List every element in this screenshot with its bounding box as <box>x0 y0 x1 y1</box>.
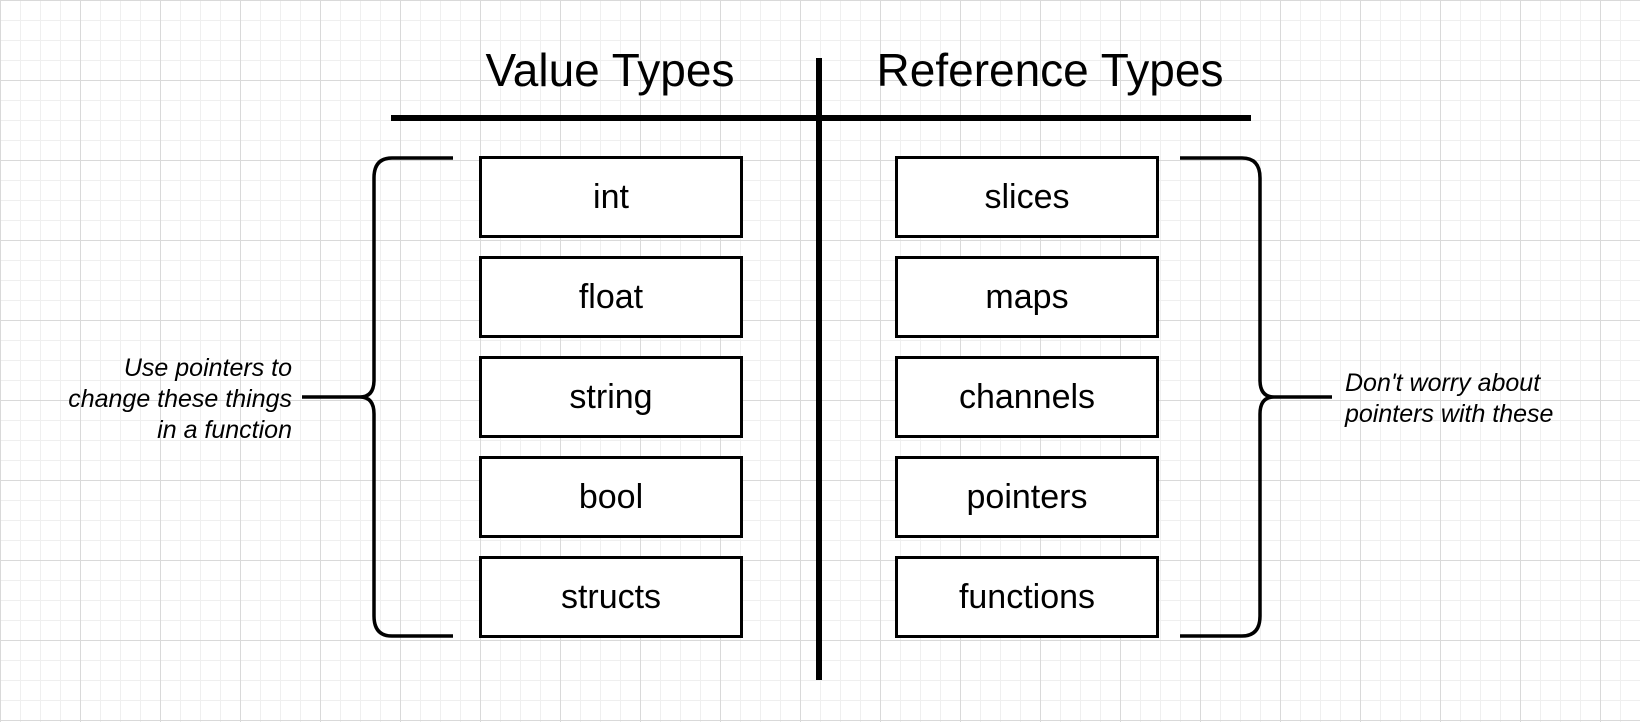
type-box-functions: functions <box>895 556 1159 638</box>
type-box-slices: slices <box>895 156 1159 238</box>
type-box-channels: channels <box>895 356 1159 438</box>
reference-types-note: Don't worry about pointers with these <box>1345 369 1554 428</box>
type-box-pointers: pointers <box>895 456 1159 538</box>
value-types-heading: Value Types <box>485 44 735 96</box>
type-box-maps: maps <box>895 256 1159 338</box>
type-box-float: float <box>479 256 743 338</box>
type-box-structs: structs <box>479 556 743 638</box>
value-types-note: Use pointers to change these things in a… <box>68 354 292 444</box>
reference-types-heading: Reference Types <box>876 44 1224 96</box>
right-curly-brace <box>1180 156 1275 638</box>
left-curly-brace <box>359 156 453 638</box>
type-box-string: string <box>479 356 743 438</box>
type-box-int: int <box>479 156 743 238</box>
type-box-bool: bool <box>479 456 743 538</box>
